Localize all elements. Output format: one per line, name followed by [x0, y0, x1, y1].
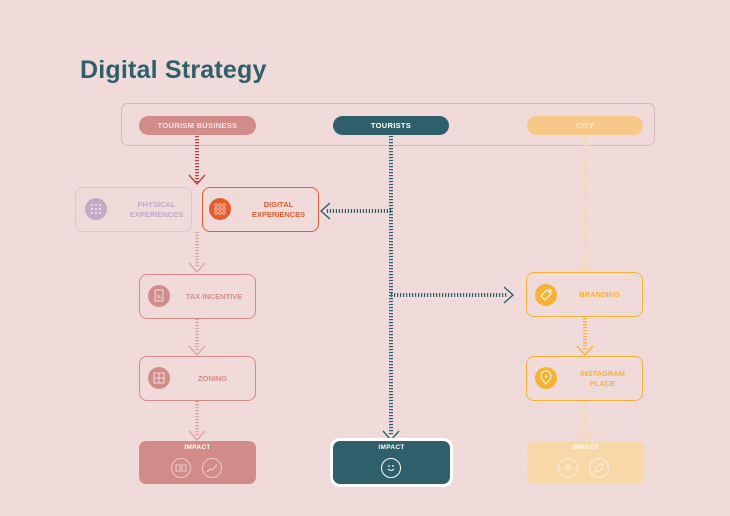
arrowhead-tax-zoning: [188, 345, 206, 357]
arrowhead-tourists-digital: [319, 202, 331, 220]
city-impact-label: IMPACT: [572, 444, 599, 451]
arrowhead-city-branding: [576, 262, 594, 274]
dot-grid-icon: [209, 198, 231, 220]
arrowhead-branding-instagram: [576, 345, 594, 357]
tourists-impact-label: IMPACT: [378, 444, 405, 451]
recycle-icon: [558, 458, 578, 478]
zoning-label: ZONING: [197, 373, 228, 383]
arrowhead-tourists-branding: [503, 286, 515, 304]
arrowhead-tourists-impact: [382, 430, 400, 442]
cash-icon: [171, 458, 191, 478]
arrowhead-business-digital: [188, 174, 206, 186]
arrowhead-physical-tax: [188, 262, 206, 274]
map-pin-heart-icon: [535, 367, 557, 389]
tourists-pill: TOURISTS: [333, 116, 449, 135]
smiley-icon: [381, 458, 401, 478]
business-impact-label: IMPACT: [184, 444, 211, 451]
dot-grid-icon: [85, 198, 107, 220]
branding-node: BRANDING: [526, 272, 643, 317]
physical-experiences-node: PHYSICAL EXPERIENCES: [75, 187, 192, 232]
leaf-icon: [589, 458, 609, 478]
growth-chart-icon: [202, 458, 222, 478]
price-tag-icon: [535, 284, 557, 306]
document-percent-icon: %: [148, 285, 170, 307]
tourists-impact-box: IMPACT: [333, 441, 450, 484]
tax-incentive-label: TAX INCENTIVE: [185, 291, 243, 301]
tourism-business-pill: TOURISM BUSINESS: [139, 116, 256, 135]
tax-incentive-node: TAX INCENTIVE: [139, 274, 256, 319]
digital-experiences-node: DIGITAL EXPERIENCES: [202, 187, 319, 232]
page-title: Digital Strategy: [80, 56, 267, 84]
arrowhead-zoning-impact: [188, 430, 206, 442]
map-zone-icon: [148, 367, 170, 389]
svg-text:%: %: [156, 294, 162, 301]
stakeholder-header: [121, 103, 655, 146]
instagram-place-node: INSTAGRAM PLACE: [526, 356, 643, 401]
city-impact-box: IMPACT: [527, 441, 644, 484]
arrowhead-instagram-impact: [576, 430, 594, 442]
physical-experiences-label: PHYSICAL EXPERIENCES: [129, 200, 184, 219]
zoning-node: ZONING: [139, 356, 256, 401]
digital-experiences-label: DIGITAL EXPERIENCES: [251, 200, 306, 219]
instagram-place-label: INSTAGRAM PLACE: [580, 369, 625, 388]
city-pill: CITY: [527, 116, 643, 135]
business-impact-box: IMPACT: [139, 441, 256, 484]
branding-label: BRANDING: [579, 289, 620, 299]
